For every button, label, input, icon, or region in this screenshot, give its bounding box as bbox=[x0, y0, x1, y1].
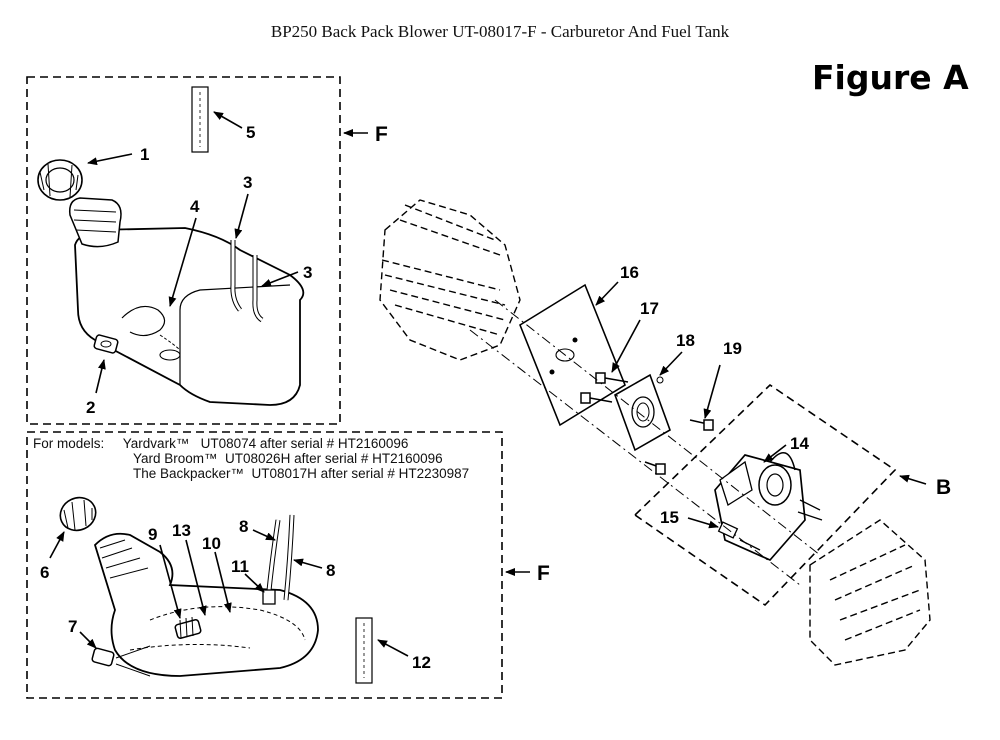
callout-11: 11 bbox=[231, 557, 265, 593]
svg-text:2: 2 bbox=[86, 398, 95, 417]
svg-text:19: 19 bbox=[723, 339, 742, 358]
callout-3b: 3 bbox=[261, 263, 312, 287]
diagram-title: BP250 Back Pack Blower UT-08017-F - Carb… bbox=[270, 22, 730, 41]
part-2-grommet bbox=[93, 334, 119, 354]
part-18-insulator bbox=[614, 373, 671, 452]
svg-text:3: 3 bbox=[303, 263, 312, 282]
callout-8a: 8 bbox=[239, 517, 276, 541]
svg-text:4: 4 bbox=[190, 197, 200, 216]
part-3-fuel-lines-top bbox=[230, 240, 264, 323]
section-b-box bbox=[633, 383, 897, 607]
svg-text:10: 10 bbox=[202, 534, 221, 553]
svg-text:12: 12 bbox=[412, 653, 431, 672]
callout-9: 9 bbox=[148, 525, 182, 619]
part-16-gasket bbox=[519, 283, 626, 427]
section-f-top-label: F bbox=[343, 123, 388, 146]
svg-text:18: 18 bbox=[676, 331, 695, 350]
part-14-carburetor bbox=[714, 452, 823, 562]
part-12-label-strip bbox=[355, 617, 373, 684]
callout-19: 19 bbox=[703, 339, 742, 419]
svg-text:7: 7 bbox=[68, 617, 77, 636]
models-line-1: For models: Yardvark™ UT08074 after seri… bbox=[33, 436, 409, 451]
air-filter-phantom bbox=[809, 519, 931, 666]
callout-12: 12 bbox=[377, 639, 431, 672]
svg-text:16: 16 bbox=[620, 263, 639, 282]
svg-text:B: B bbox=[936, 476, 951, 499]
callout-1: 1 bbox=[87, 145, 149, 166]
callout-10: 10 bbox=[202, 534, 232, 613]
engine-cylinder-phantom bbox=[379, 199, 521, 361]
part-1-fuel-cap bbox=[37, 159, 83, 201]
section-f-bottom-label: F bbox=[505, 562, 550, 585]
part-19-screws bbox=[644, 419, 714, 475]
svg-text:15: 15 bbox=[660, 508, 679, 527]
svg-text:5: 5 bbox=[246, 123, 255, 142]
top-fuel-tank bbox=[68, 197, 305, 406]
callout-14: 14 bbox=[763, 434, 809, 463]
callout-18: 18 bbox=[659, 331, 695, 376]
callout-8b: 8 bbox=[293, 558, 335, 580]
callout-16: 16 bbox=[595, 263, 639, 306]
section-f-bottom-box bbox=[26, 431, 503, 699]
svg-text:13: 13 bbox=[172, 521, 191, 540]
svg-text:8: 8 bbox=[239, 517, 248, 536]
svg-text:14: 14 bbox=[790, 434, 809, 453]
part-6-fuel-cap bbox=[59, 496, 97, 532]
part-7-grommet bbox=[91, 645, 151, 677]
section-b-label: B bbox=[899, 474, 951, 499]
models-line-2: Yard Broom™ UT08026H after serial # HT21… bbox=[133, 451, 443, 466]
callout-7: 7 bbox=[68, 617, 97, 649]
assembly-centerlines bbox=[469, 299, 821, 586]
callout-4: 4 bbox=[168, 197, 200, 307]
section-f-top-box bbox=[26, 76, 341, 425]
bottom-fuel-tank bbox=[93, 532, 319, 677]
svg-text:1: 1 bbox=[140, 145, 149, 164]
callout-5: 5 bbox=[213, 111, 255, 142]
part-9-fuel-filter bbox=[174, 616, 202, 639]
svg-text:11: 11 bbox=[231, 557, 249, 576]
callout-13: 13 bbox=[172, 521, 207, 616]
callout-3a: 3 bbox=[234, 173, 252, 239]
models-note: For models: Yardvark™ UT08074 after seri… bbox=[33, 436, 469, 481]
models-line-3: The Backpacker™ UT08017H after serial # … bbox=[133, 466, 470, 481]
callout-15: 15 bbox=[660, 508, 719, 529]
svg-text:F: F bbox=[537, 562, 550, 585]
callout-17: 17 bbox=[611, 299, 659, 373]
svg-text:8: 8 bbox=[326, 561, 335, 580]
part-11-line-fitting bbox=[262, 589, 276, 605]
part-8-fuel-lines-bottom bbox=[265, 514, 295, 601]
svg-text:9: 9 bbox=[148, 525, 157, 544]
svg-text:3: 3 bbox=[243, 173, 252, 192]
svg-text:17: 17 bbox=[640, 299, 659, 318]
svg-text:6: 6 bbox=[40, 563, 49, 582]
callout-2: 2 bbox=[86, 359, 106, 417]
figure-label: Figure A bbox=[812, 58, 969, 97]
part-5-label-strip bbox=[191, 86, 209, 153]
models-prefix: For models: bbox=[33, 436, 105, 451]
callout-6: 6 bbox=[40, 531, 65, 582]
svg-text:F: F bbox=[375, 123, 388, 146]
